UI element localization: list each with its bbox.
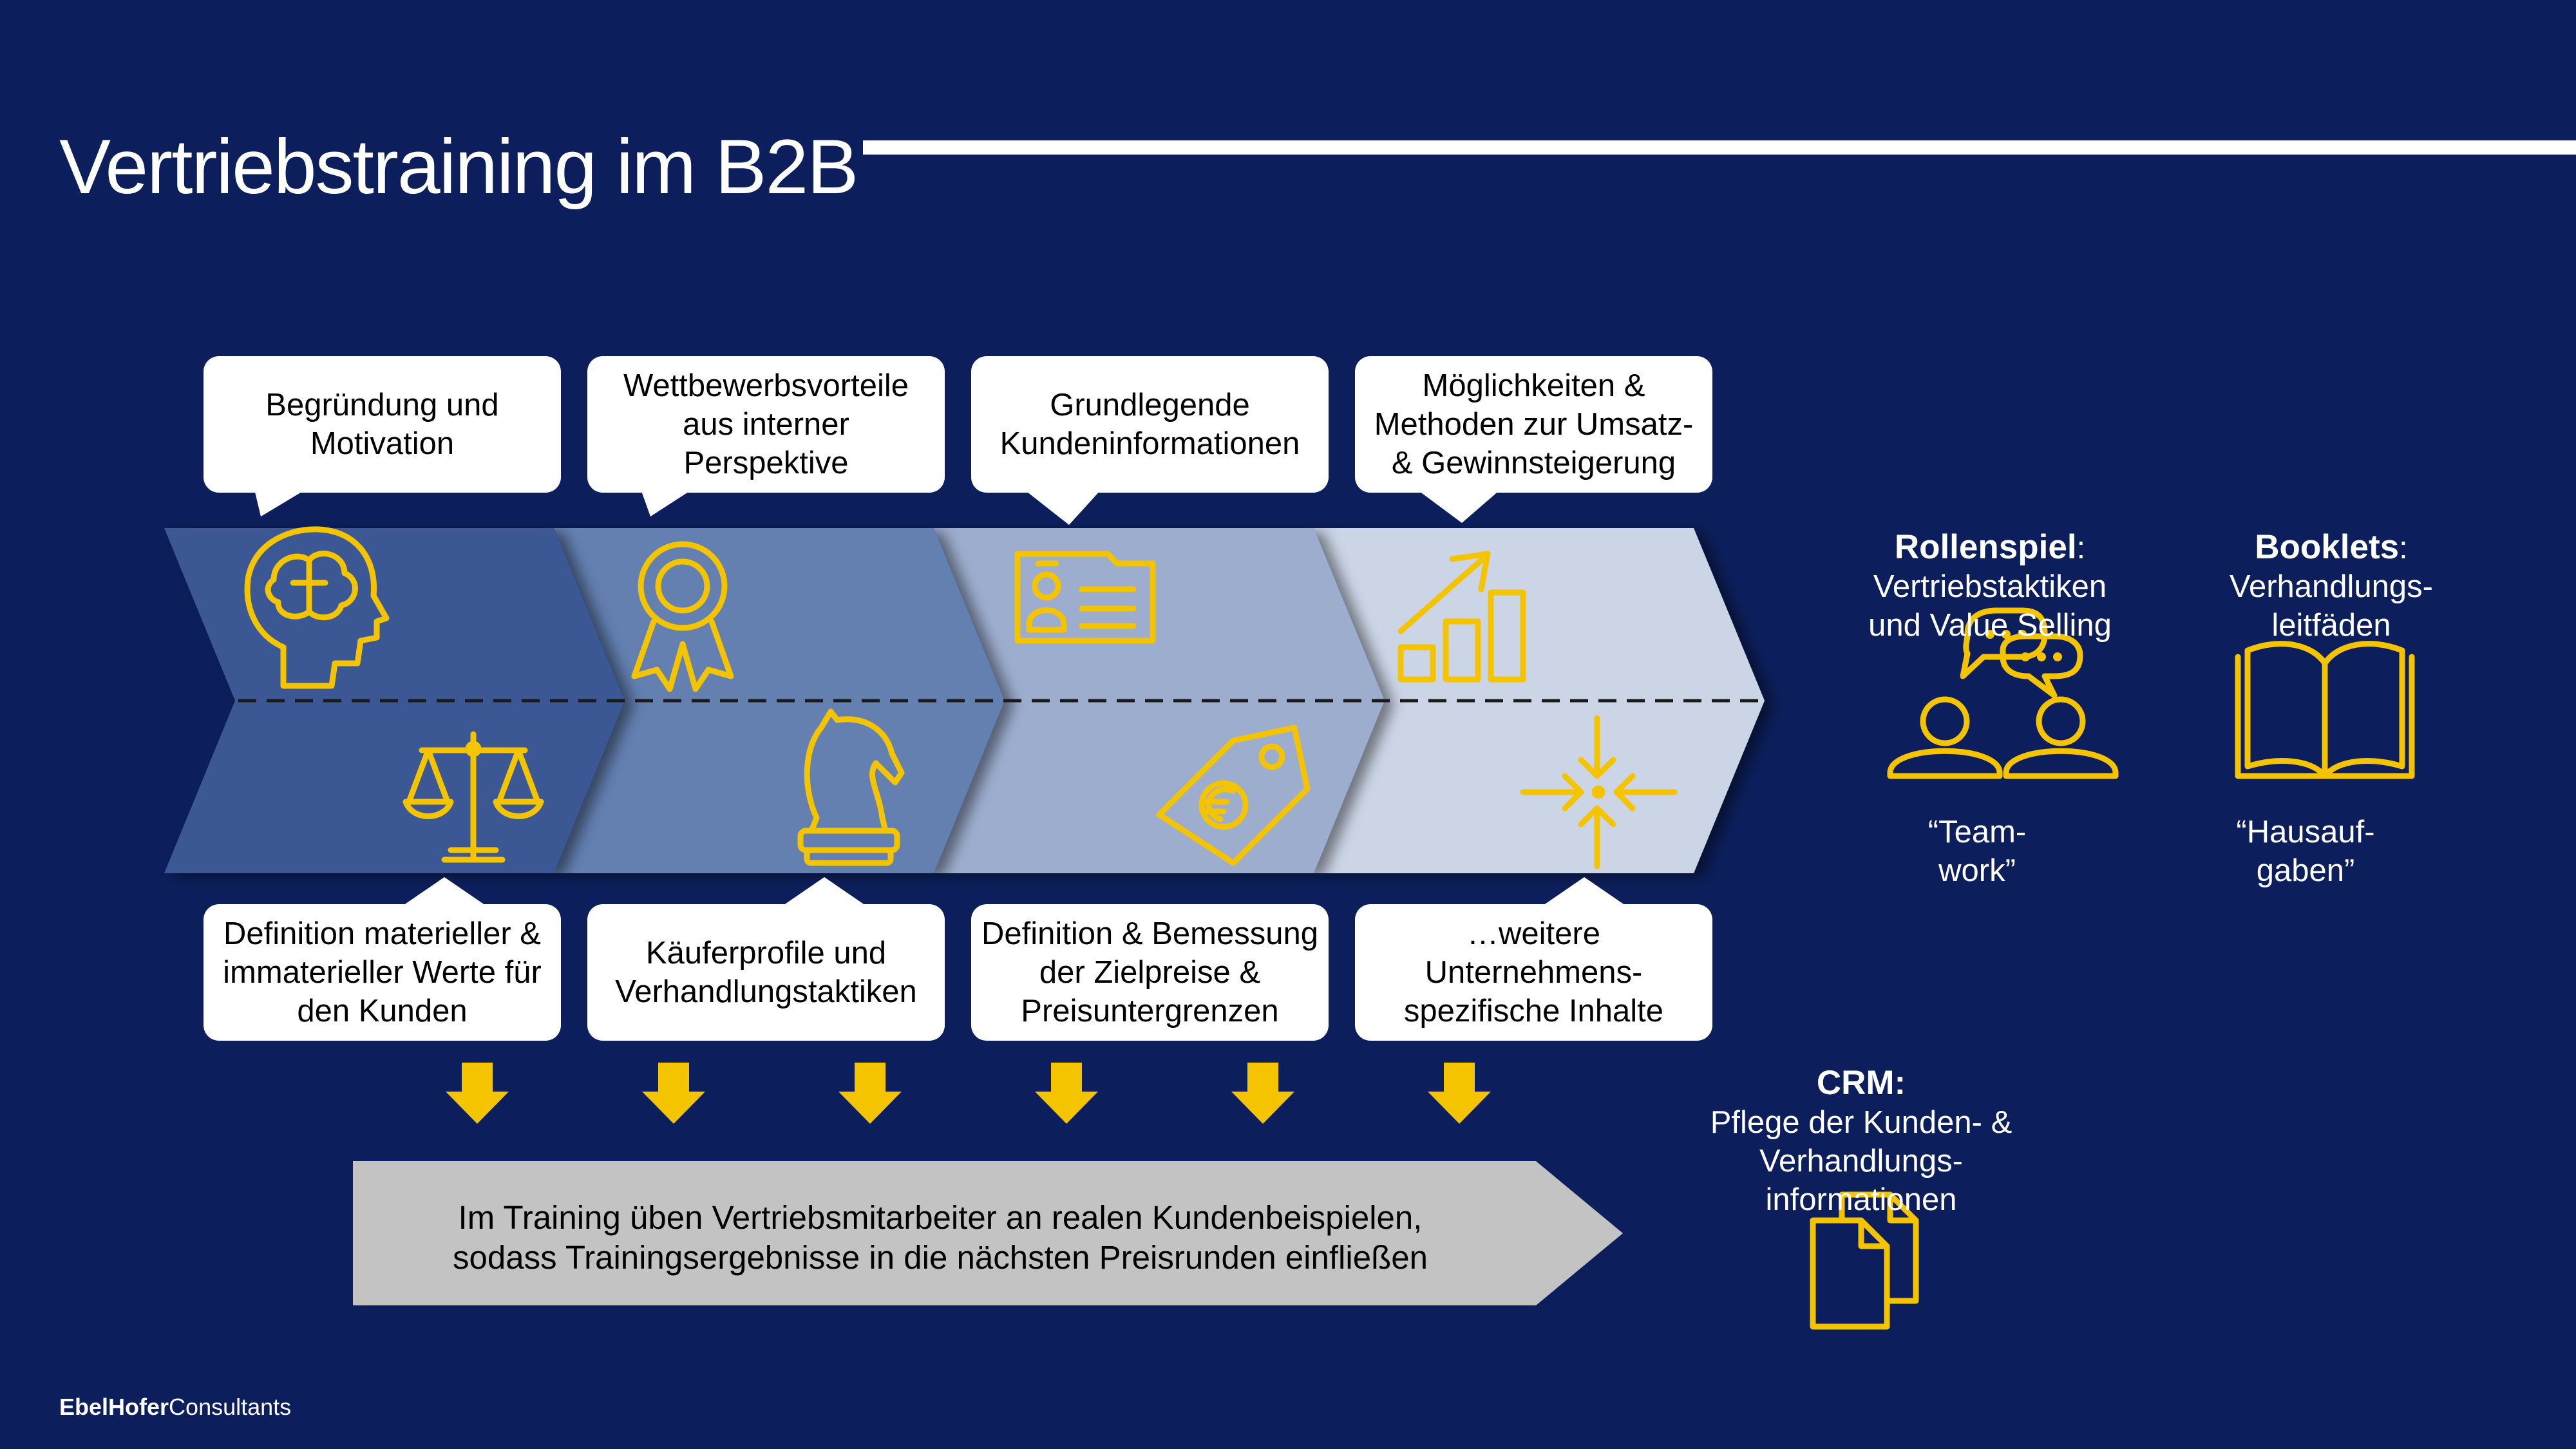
logo-bold: EbelHofer <box>59 1394 169 1420</box>
open-book-icon <box>2235 641 2415 779</box>
dot <box>2037 652 2046 661</box>
rollenspiel-heading: Rollenspiel <box>1894 528 2077 566</box>
award-badge-icon <box>631 541 734 692</box>
bubble-tail <box>1539 877 1629 908</box>
dot <box>1985 630 1994 639</box>
top-bubble-3: Grundlegende Kundeninformationen <box>971 356 1329 493</box>
converging-arrows-icon <box>1520 715 1678 869</box>
head-brain-icon <box>244 526 390 689</box>
documents-icon <box>1810 1191 1919 1330</box>
bubble-tail <box>641 489 692 516</box>
bubble-tail <box>399 877 489 908</box>
bottom-bubble-1: Definition materieller & immaterieller W… <box>204 904 561 1041</box>
booklets-heading: Booklets <box>2255 528 2400 566</box>
crm-text: Pflege der Kunden- & Verhandlungs- infor… <box>1710 1105 2012 1217</box>
top-bubble-4: Möglichkeiten & Methoden zur Umsatz- & G… <box>1355 356 1712 493</box>
dot <box>2002 630 2011 639</box>
bubble-tail <box>254 489 306 516</box>
booklets-block: Booklets: Verhandlungs- leitfäden <box>2190 489 2473 683</box>
down-arrow <box>1428 1063 1491 1124</box>
chess-knight-icon <box>797 708 905 866</box>
bubble-tail <box>1417 489 1501 523</box>
growth-chart-icon <box>1397 551 1526 683</box>
booklets-quote: “Hausauf- gaben” <box>2236 815 2375 888</box>
crm-block: CRM: Pflege der Kunden- & Verhandlungs- … <box>1687 1025 2035 1258</box>
title-rule <box>863 140 2576 155</box>
bottom-bubble-2: Käuferprofile und Verhandlungstaktiken <box>587 904 945 1041</box>
booklets-colon: : <box>2399 531 2408 565</box>
dot <box>2053 652 2062 661</box>
rollenspiel-block: Rollenspiel: Vertriebstaktiken und Value… <box>1842 489 2138 683</box>
training-banner-arrow <box>353 1161 1623 1305</box>
down-arrow <box>446 1063 509 1124</box>
bubble-tail <box>1024 489 1101 525</box>
down-arrow <box>838 1063 902 1124</box>
top-bubble-2: Wettbewerbsvorteile aus interner Perspek… <box>587 356 945 493</box>
crm-heading: CRM: <box>1816 1064 1906 1102</box>
chevron-step-4 <box>1314 528 1765 873</box>
slide-title: Vertriebstraining im B2B <box>59 124 858 210</box>
top-bubble-1: Begründung und Motivation <box>204 356 561 493</box>
scales-icon <box>402 731 544 863</box>
down-arrow <box>642 1063 705 1124</box>
converging-center-dot <box>1591 785 1605 799</box>
conversation-icon <box>1887 607 2119 779</box>
dot <box>2018 630 2027 639</box>
bottom-bubble-4: …weitere Unternehmens- spezifische Inhal… <box>1355 904 1712 1041</box>
down-arrow <box>1231 1063 1294 1124</box>
rollenspiel-colon: : <box>2076 531 2086 565</box>
down-arrow <box>1035 1063 1098 1124</box>
down-arrows <box>446 1063 1491 1124</box>
bottom-bubble-3: Definition & Bemessung der Zielpreise & … <box>971 904 1329 1041</box>
bubble-tail <box>779 877 869 908</box>
training-banner-text: Im Training üben Vertriebsmitarbeiter an… <box>453 1199 1428 1276</box>
rollenspiel-quote: “Team- work” <box>1927 815 2027 888</box>
euro-price-tag-icon <box>1156 724 1311 866</box>
logo-regular: Consultants <box>169 1394 292 1420</box>
dot <box>2021 652 2030 661</box>
rollenspiel-text: Vertriebstaktiken und Value Selling <box>1868 569 2112 643</box>
company-logo: EbelHoferConsultants <box>59 1394 291 1421</box>
id-card-icon <box>1014 551 1156 644</box>
booklets-text: Verhandlungs- leitfäden <box>2229 569 2433 643</box>
